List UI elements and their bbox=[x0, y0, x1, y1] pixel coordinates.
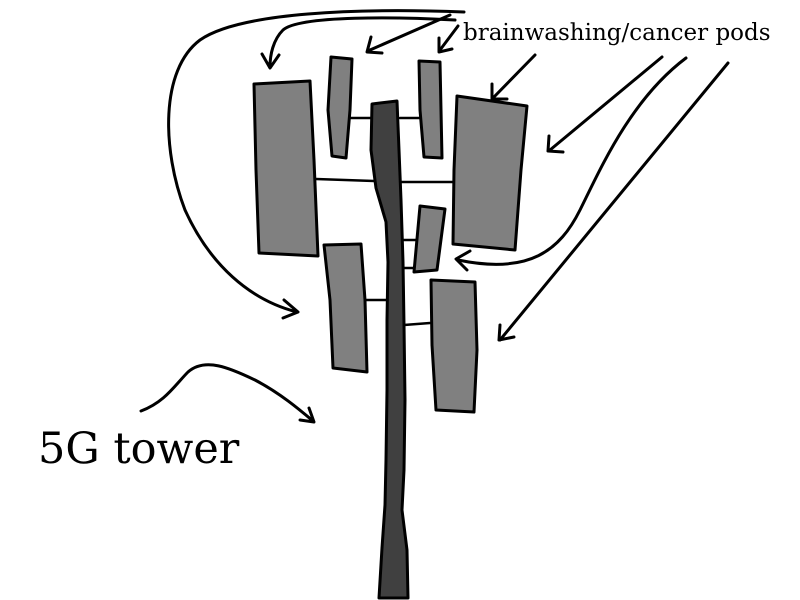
pod-lower-right bbox=[429, 278, 479, 414]
arrow-to-lower-left-pod bbox=[167, 9, 466, 320]
tower-mast bbox=[369, 99, 410, 600]
arrow-to-narrow-left-pod bbox=[365, 13, 452, 55]
pod-large-left bbox=[252, 79, 320, 258]
pod-large-right bbox=[451, 94, 529, 252]
pod-small-middle bbox=[412, 204, 447, 274]
connector-lower-right bbox=[402, 321, 432, 327]
pod-narrow-upper-right bbox=[417, 59, 444, 160]
arrow-to-small-middle-pod bbox=[454, 56, 688, 272]
connector-mid-bar bbox=[314, 177, 457, 184]
connector-small-pod bbox=[402, 238, 418, 270]
pod-narrow-upper-left bbox=[326, 55, 354, 160]
pod-connectors bbox=[314, 116, 457, 327]
arrow-to-right-side bbox=[546, 55, 664, 154]
pointer-arrows bbox=[167, 9, 730, 342]
arrow-to-narrow-right-pod bbox=[437, 24, 460, 54]
arrow-to-tower bbox=[139, 363, 316, 424]
arrow-to-large-right-pod bbox=[490, 53, 537, 101]
arrow-to-large-left-pod bbox=[260, 16, 457, 70]
pod-lower-left bbox=[322, 242, 369, 374]
pods bbox=[252, 55, 529, 414]
pods-label: brainwashing/cancer pods bbox=[463, 20, 771, 46]
arrow-to-lower-right-pod bbox=[497, 61, 730, 342]
tower-label: 5G tower bbox=[38, 424, 240, 474]
